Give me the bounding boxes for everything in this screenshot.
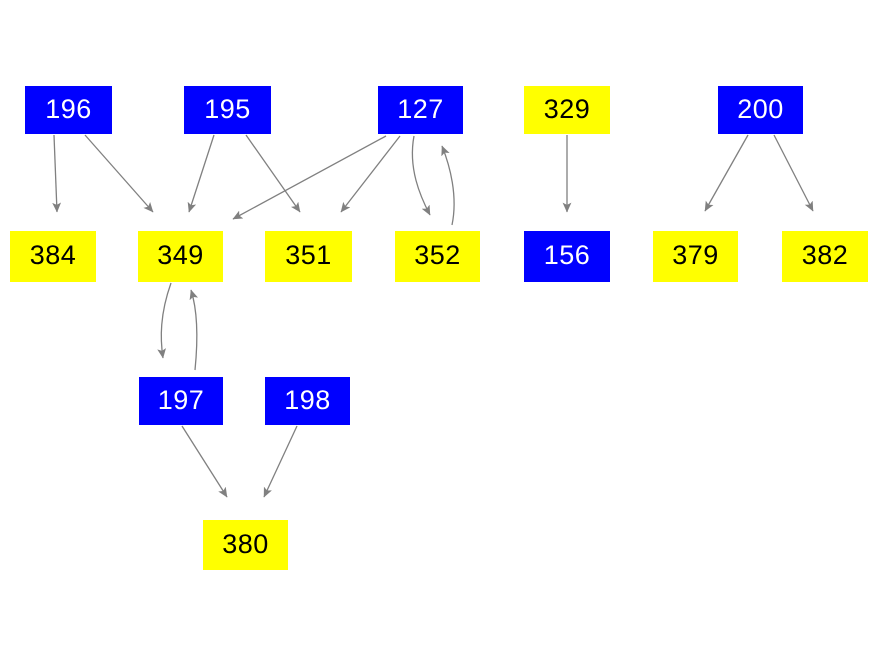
graph-node-label: 351 xyxy=(285,240,332,270)
graph-node-195[interactable]: 195 xyxy=(184,86,271,134)
graph-node-label: 329 xyxy=(543,93,591,124)
graph-node-label: 197 xyxy=(157,384,205,415)
graph-node-352[interactable]: 352 xyxy=(395,231,480,282)
graph-node-198[interactable]: 198 xyxy=(265,377,350,425)
edge-198-380 xyxy=(263,425,298,498)
edge-352-127 xyxy=(441,145,455,226)
graph-node-379[interactable]: 379 xyxy=(653,231,738,282)
graph-node-384[interactable]: 384 xyxy=(10,231,96,282)
edge-127-349 xyxy=(232,135,387,220)
edge-127-352 xyxy=(411,135,431,216)
edge-127-351 xyxy=(340,135,401,213)
graph-node-156[interactable]: 156 xyxy=(524,231,610,282)
graph-node-label: 352 xyxy=(414,240,461,270)
edge-197-380 xyxy=(181,425,228,498)
graph-node-label: 380 xyxy=(222,528,269,559)
edge-196-349 xyxy=(84,134,154,213)
graph-node-196[interactable]: 196 xyxy=(25,86,112,134)
graph-node-label: 379 xyxy=(672,240,719,270)
edge-195-349 xyxy=(187,134,215,213)
graph-node-351[interactable]: 351 xyxy=(265,231,352,282)
graph-node-label: 196 xyxy=(45,93,92,124)
graph-node-127[interactable]: 127 xyxy=(378,86,463,134)
graph-node-label: 384 xyxy=(29,240,77,270)
edge-197-349 xyxy=(189,289,199,371)
graph-node-380[interactable]: 380 xyxy=(203,520,288,570)
graph-node-label: 198 xyxy=(284,384,331,415)
edge-196-384 xyxy=(52,134,62,213)
edges-group xyxy=(52,134,814,498)
graph-node-label: 195 xyxy=(204,93,251,124)
graph-node-200[interactable]: 200 xyxy=(718,86,803,134)
edge-195-351 xyxy=(245,134,301,213)
graph-node-label: 200 xyxy=(737,93,784,124)
graph-node-382[interactable]: 382 xyxy=(782,231,868,282)
graph-node-329[interactable]: 329 xyxy=(524,86,610,134)
graph-node-label: 127 xyxy=(397,93,444,124)
graph-node-label: 156 xyxy=(543,240,591,270)
graph-node-197[interactable]: 197 xyxy=(139,377,223,425)
graph-node-label: 382 xyxy=(801,240,849,270)
edge-200-379 xyxy=(704,134,749,212)
graph-node-label: 349 xyxy=(157,240,204,270)
graph-node-349[interactable]: 349 xyxy=(138,231,223,282)
edge-200-382 xyxy=(773,134,814,212)
edge-349-197 xyxy=(157,282,172,359)
